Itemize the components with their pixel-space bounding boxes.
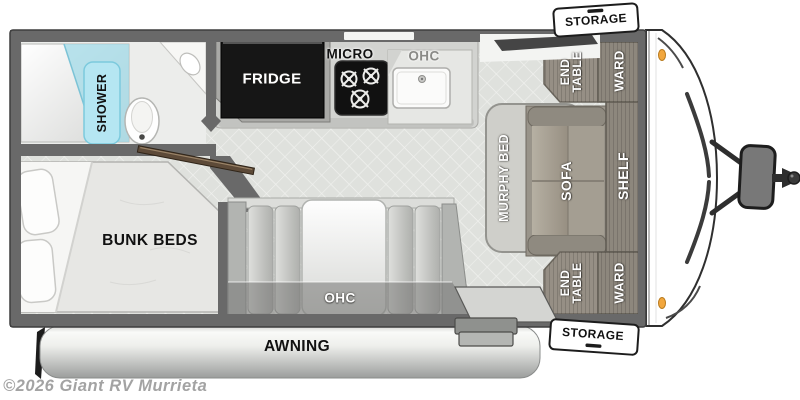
bathroom-wall-right xyxy=(206,42,216,116)
cap-accent-chevron-lower xyxy=(685,180,711,264)
bunk-room xyxy=(15,156,262,316)
wall-rear-left xyxy=(10,30,21,326)
storage-door-top xyxy=(552,2,640,38)
marker-light-bottom xyxy=(658,297,666,309)
murphy-head-window xyxy=(480,34,600,62)
shower-label-pill xyxy=(83,61,121,145)
storage-handle-icon xyxy=(587,8,604,13)
fridge xyxy=(220,39,325,119)
storage-handle-icon xyxy=(585,343,602,348)
bathroom-sink-basin-icon xyxy=(179,52,201,76)
front-cap xyxy=(645,29,719,327)
kitchen-sink-icon xyxy=(392,67,451,109)
murphy-bed-group xyxy=(485,41,641,315)
storage-door-bottom xyxy=(548,318,640,356)
hitch-assembly xyxy=(709,139,800,216)
bathroom-door xyxy=(136,145,256,176)
kitchen-block xyxy=(213,32,479,129)
bathroom xyxy=(10,41,221,156)
ohc-dinette-band xyxy=(228,281,474,316)
window-top-wall xyxy=(344,32,414,40)
cap-accent-chevron-upper xyxy=(685,92,711,178)
propane-tank-cover xyxy=(737,144,777,210)
bathroom-wall-bottom xyxy=(10,144,216,156)
bunk-room-divider-wall xyxy=(218,202,230,316)
pillow xyxy=(15,238,57,304)
entry-steps xyxy=(454,286,559,347)
dealer-watermark: ©2026 Giant RV Murrieta xyxy=(3,377,208,395)
marker-light-top xyxy=(658,49,666,61)
step-lower xyxy=(458,331,514,347)
entry-landing xyxy=(454,286,559,323)
awning-roll xyxy=(35,325,541,379)
hitch-ball-icon xyxy=(787,171,800,185)
wall-front-right xyxy=(638,30,646,326)
